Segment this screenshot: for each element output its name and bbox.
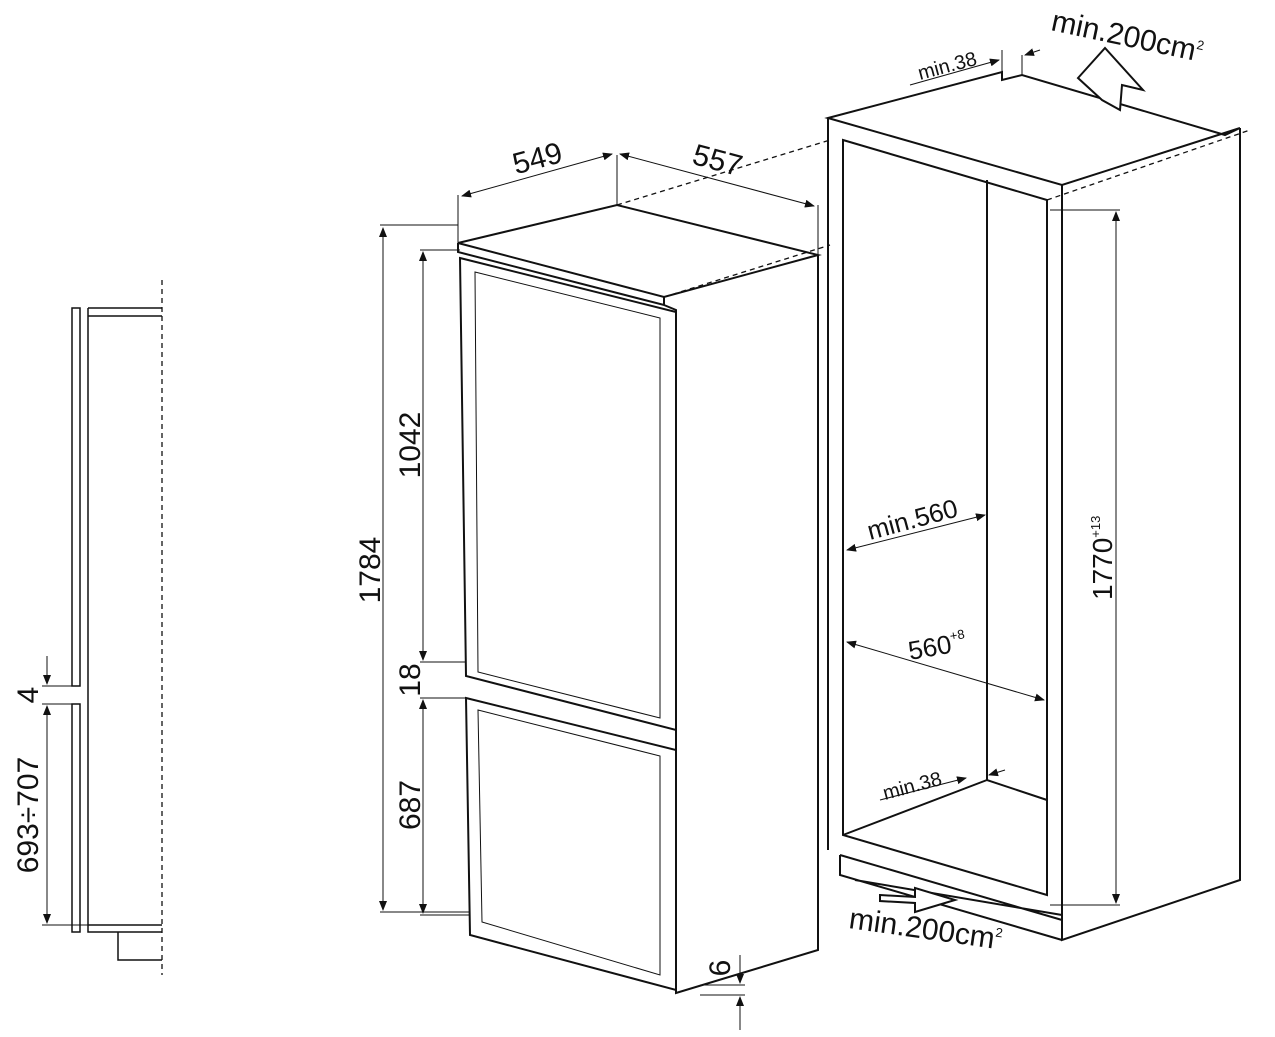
top-clearance-label: min.38 (916, 48, 980, 85)
width-label: 557 (689, 138, 746, 183)
appliance: 549 557 1784 1042 18 687 6 (354, 136, 831, 1030)
width-label: 560+8 (906, 626, 969, 666)
niche: min.200cm2 min.38 min.560 560+8 1770+13 … (824, 5, 1251, 956)
upper-door-label: 1042 (394, 412, 427, 479)
height-label: 1784 (354, 537, 387, 604)
min-depth-label: min.560 (864, 493, 961, 546)
lower-door-label: 687 (394, 780, 427, 830)
bottom-vent-label: min.200cm2 (847, 902, 1004, 956)
depth-label: 549 (509, 136, 566, 181)
door-gap-label: 18 (394, 663, 427, 696)
side-view: 4 693÷707 (12, 280, 163, 975)
niche-height-label: 1770+13 (1087, 516, 1118, 600)
vent-in-arrow-icon (879, 886, 959, 914)
door-height-label: 693÷707 (12, 757, 45, 874)
gap-label: 4 (12, 687, 45, 704)
top-vent-label: min.200cm2 (1049, 5, 1206, 69)
vent-up-arrow-icon (1076, 46, 1146, 112)
bottom-offset-label: 6 (704, 960, 737, 977)
